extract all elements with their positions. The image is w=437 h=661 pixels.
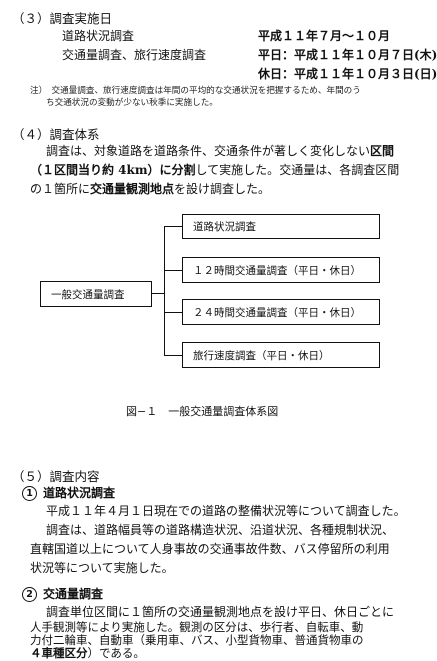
note-line-1: 注） 交通量調査、旅行速度調査は年間の平均的な交通状況を把握するため、年間のう xyxy=(30,86,361,96)
connector-branch-2 xyxy=(164,270,183,271)
circled-number-1: 1 xyxy=(22,486,37,501)
diagram-box-24h-traffic: ２４時間交通量調査（平日・休日） xyxy=(182,299,380,325)
section4-heading: （４）調査体系 xyxy=(12,127,100,142)
connector-branch-3 xyxy=(164,312,183,313)
road-survey-label: 道路状況調査 xyxy=(62,29,135,43)
sub1-line-2: 調査は、道路幅員等の道路構造状況、沿道状況、各種規制状況、 xyxy=(46,523,395,537)
connector-branch-4 xyxy=(164,355,183,356)
connector-root xyxy=(152,293,165,294)
section5-heading: （５）調査内容 xyxy=(12,469,100,484)
connector-trunk xyxy=(164,226,165,356)
note-line-2: ち交通状況の変動が少ない秋季に実施した。 xyxy=(46,98,218,108)
sub1-line-4: 状況等について実施した。 xyxy=(30,561,174,575)
weekday-date: 平日：平成１１年１０月７日(木) xyxy=(258,48,437,62)
section3-heading: （３）調査実施日 xyxy=(12,11,113,26)
section4-para-line-1: 調査は、対象道路を道路条件、交通条件が著しく変化しない区間 xyxy=(46,144,395,158)
sub2-line-3: 力付二輪車、自動車（乗用車、バス、小型貨物車、普通貨物車の xyxy=(30,633,364,647)
diagram-root-box: 一般交通量調査 xyxy=(40,281,152,307)
vehicle-class-rest: ）である。 xyxy=(87,646,145,660)
road-survey-period: 平成１１年７月〜１０月 xyxy=(258,29,391,43)
diagram-caption: 図−１ 一般交通量調査体系図 xyxy=(126,405,279,418)
sub1-line-3: 直轄国道以上について人身事故の交通事故件数、バス停留所の利用 xyxy=(30,542,390,556)
diagram-box-travel-speed: 旅行速度調査（平日・休日） xyxy=(182,342,380,368)
diagram-box-12h-traffic: １２時間交通量調査（平日・休日） xyxy=(182,257,380,283)
sub2-line-4: ４車種区分）である。 xyxy=(30,645,145,661)
diagram-box-road-status: 道路状況調査 xyxy=(182,214,380,239)
circled-number-2: 2 xyxy=(22,587,37,602)
sub1-line-1: 平成１１年４月１日現在での道路の整備状況等について調査した。 xyxy=(46,504,406,518)
vehicle-class-emphasis: ４車種区分 xyxy=(30,646,88,660)
sub2-line-1: 調査単位区間に１箇所の交通量観測地点を設け平日、休日ごとに xyxy=(46,605,395,619)
sub2-line-2: 人手観測等により実施した。観測の区分は、歩行者、自転車、動 xyxy=(30,620,364,634)
section4-para-line-3: の１箇所に交通量観測地点を設け調査した。 xyxy=(30,182,271,196)
connector-branch-1 xyxy=(164,226,183,227)
holiday-date: 休日：平成１１年１０月３日(日) xyxy=(258,67,437,81)
traffic-survey-label: 交通量調査、旅行速度調査 xyxy=(62,48,207,62)
section4-para-line-2: （１区間当り約 4km）に分割して実施した。交通量は、各調査区間 xyxy=(30,163,400,177)
